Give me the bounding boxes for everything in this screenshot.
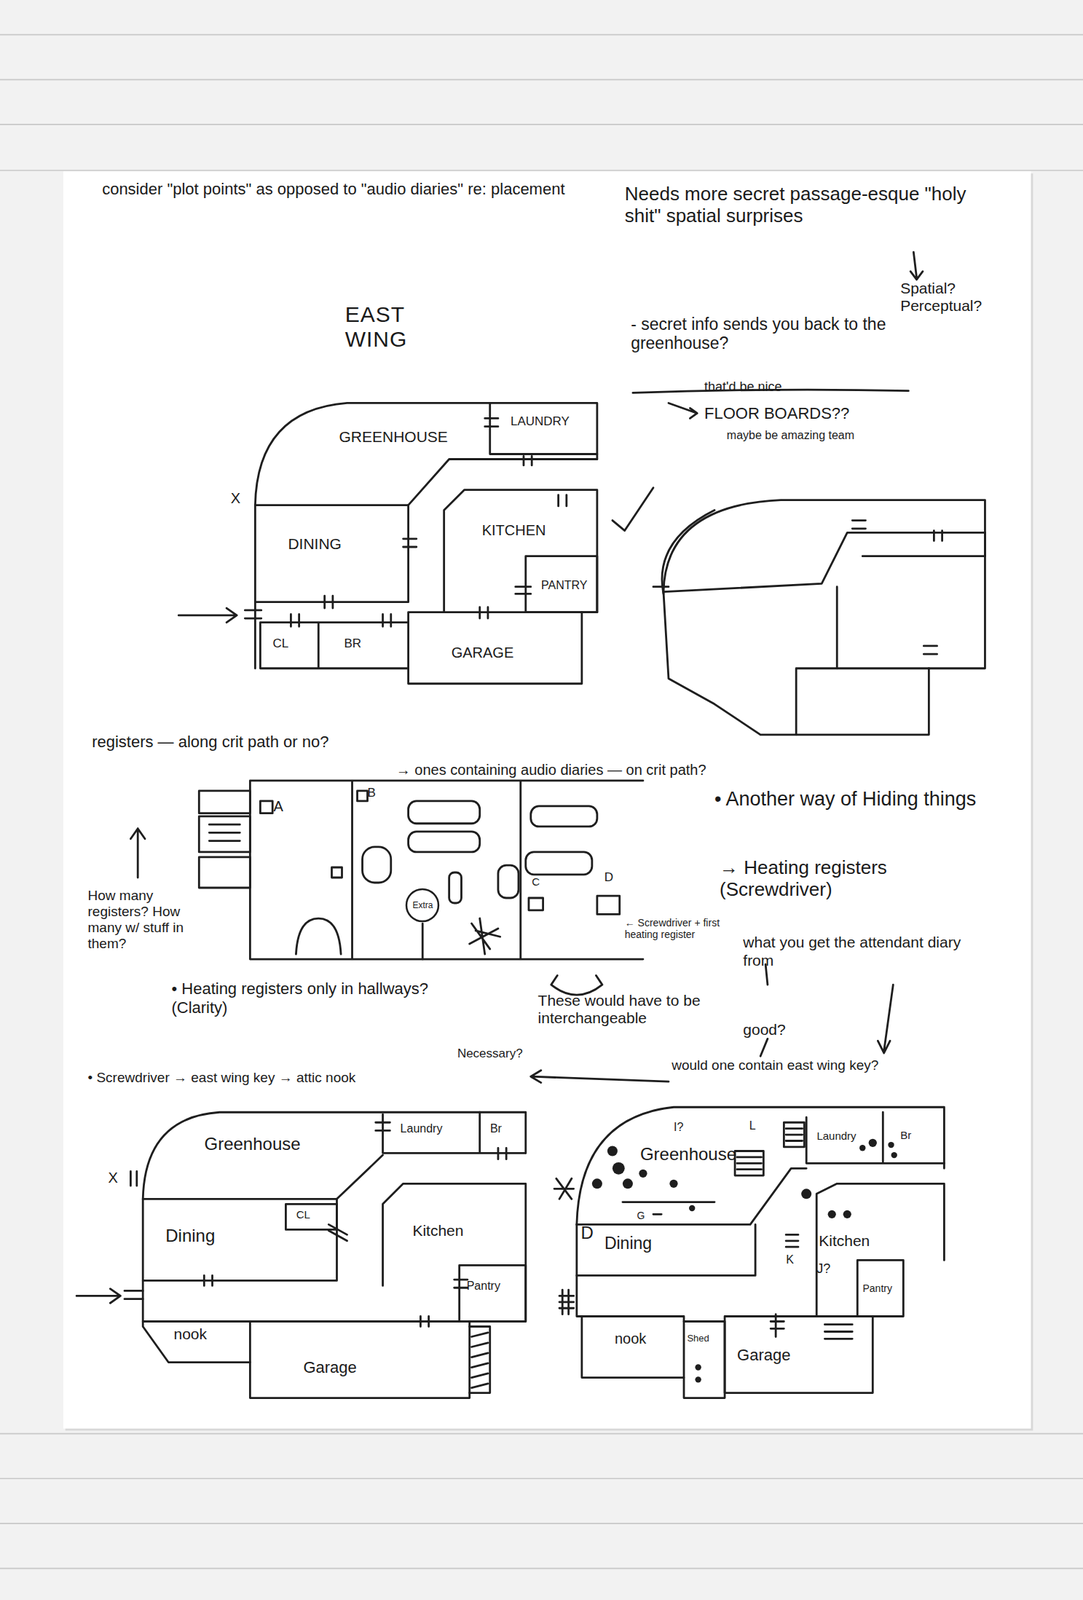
marker-letter: X — [230, 490, 241, 507]
room-name: Laundry — [816, 1129, 856, 1142]
room-name: Kitchen — [412, 1222, 464, 1239]
room-name: KITCHEN — [482, 522, 547, 539]
marker-letter: I? — [673, 1120, 684, 1134]
room-label: Laundry — [814, 1128, 858, 1145]
room-name: Garage — [737, 1345, 791, 1365]
marker-letter: D — [604, 870, 614, 885]
paper-sheet — [63, 171, 1032, 1429]
room-label: Br — [898, 1128, 914, 1144]
handwritten-note: → Heating registers (Screwdriver) — [719, 857, 990, 901]
handwritten-note: FLOOR BOARDS?? — [704, 404, 899, 423]
room-label: Pantry — [464, 1278, 503, 1295]
handwritten-note: registers — along crit path or no? — [91, 732, 329, 751]
room-label: Shed — [684, 1332, 711, 1346]
room-name: LAUNDRY — [510, 414, 570, 429]
scribble-marks — [592, 1139, 898, 1384]
room-name: Shed — [686, 1332, 709, 1344]
handwritten-note: Spatial? Perceptual? — [900, 279, 995, 315]
room-label: Greenhouse — [201, 1133, 303, 1156]
room-label: LAUNDRY — [508, 413, 572, 431]
room-label: Dining — [163, 1225, 218, 1247]
room-name: Pantry — [862, 1282, 892, 1295]
register-circle: Extra — [404, 887, 440, 923]
room-name: GREENHOUSE — [338, 428, 448, 445]
handwritten-note: • Screwdriver → east wing key → attic no… — [88, 1069, 357, 1086]
room-label: Dining — [602, 1233, 655, 1255]
marker-letter: L — [749, 1119, 756, 1133]
handwritten-note: • Heating registers only in hallways? (C… — [171, 979, 442, 1017]
room-name: BR — [344, 636, 362, 651]
marker-letter: G — [637, 1209, 646, 1222]
handwritten-note: maybe be amazing team — [726, 428, 870, 443]
marker-letter: J? — [816, 1261, 831, 1277]
plan-lines — [76, 251, 985, 1398]
room-name: Pantry — [466, 1279, 501, 1293]
room-label: GREENHOUSE — [336, 426, 450, 447]
room-name: Dining — [165, 1225, 215, 1246]
room-name: DINING — [287, 535, 342, 553]
room-name: Kitchen — [818, 1232, 870, 1250]
room-name: Laundry — [400, 1122, 443, 1135]
handwritten-note: would one contain east wing key? — [671, 1057, 907, 1074]
room-label: Laundry — [398, 1120, 445, 1137]
room-name: nook — [173, 1325, 207, 1343]
room-label: PANTRY — [538, 577, 590, 594]
marker-letter: X — [108, 1169, 118, 1187]
room-label: DINING — [285, 533, 344, 554]
room-name: Br — [490, 1122, 502, 1135]
room-name: Garage — [302, 1358, 357, 1377]
room-label: Garage — [300, 1357, 359, 1378]
handwritten-note: that'd be nice — [704, 379, 848, 395]
handwritten-note: → ones containing audio diaries — on cri… — [396, 761, 707, 779]
room-label: Greenhouse — [638, 1143, 739, 1166]
marker-letter: C — [531, 875, 540, 888]
room-name: GARAGE — [451, 644, 515, 661]
room-name: Greenhouse — [640, 1144, 737, 1164]
room-name: PANTRY — [541, 579, 588, 592]
room-name: Extra — [412, 900, 433, 911]
room-label: Br — [487, 1120, 504, 1137]
handwritten-note: How many registers? How many w/ stuff in… — [88, 887, 199, 952]
room-name: Br — [900, 1128, 912, 1142]
handwritten-note: good? — [742, 1021, 786, 1039]
ruled-lines — [0, 34, 1083, 1569]
room-label: nook — [171, 1324, 210, 1344]
room-name: CL — [272, 636, 289, 651]
handwritten-note: Needs more secret passage-esque "holy sh… — [624, 183, 1003, 228]
handwritten-note: These would have to be interchangeable — [538, 991, 702, 1027]
room-label: Pantry — [860, 1281, 894, 1296]
handwritten-note: what you get the attendant diary from — [742, 933, 993, 969]
room-label: Kitchen — [816, 1230, 872, 1251]
room-label: GARAGE — [449, 643, 517, 663]
handwritten-note: • Another way of Hiding things — [714, 788, 1011, 811]
room-name: nook — [614, 1330, 647, 1347]
marker-letter: B — [367, 785, 376, 801]
marker-letter: A — [273, 798, 284, 815]
room-label: KITCHEN — [479, 520, 549, 540]
handwritten-note: ← Screwdriver + first heating register — [624, 916, 746, 941]
room-label: Kitchen — [410, 1220, 466, 1241]
room-name: Greenhouse — [203, 1133, 301, 1154]
room-label: CL — [270, 635, 291, 653]
room-name: Dining — [604, 1233, 652, 1253]
marker-letter: K — [785, 1253, 794, 1267]
room-label: nook — [612, 1329, 649, 1349]
handwritten-note: - secret info sends you back to the gree… — [630, 314, 912, 354]
room-label: BR — [342, 635, 365, 653]
marker-letter: D — [580, 1222, 593, 1244]
handwritten-note: consider "plot points" as opposed to "au… — [101, 179, 582, 199]
handwritten-note: Necessary? — [457, 1046, 523, 1062]
room-name: CL — [296, 1208, 311, 1221]
plan-title: EAST WING — [345, 302, 427, 353]
room-label: Garage — [734, 1345, 793, 1366]
room-label: CL — [294, 1207, 313, 1223]
